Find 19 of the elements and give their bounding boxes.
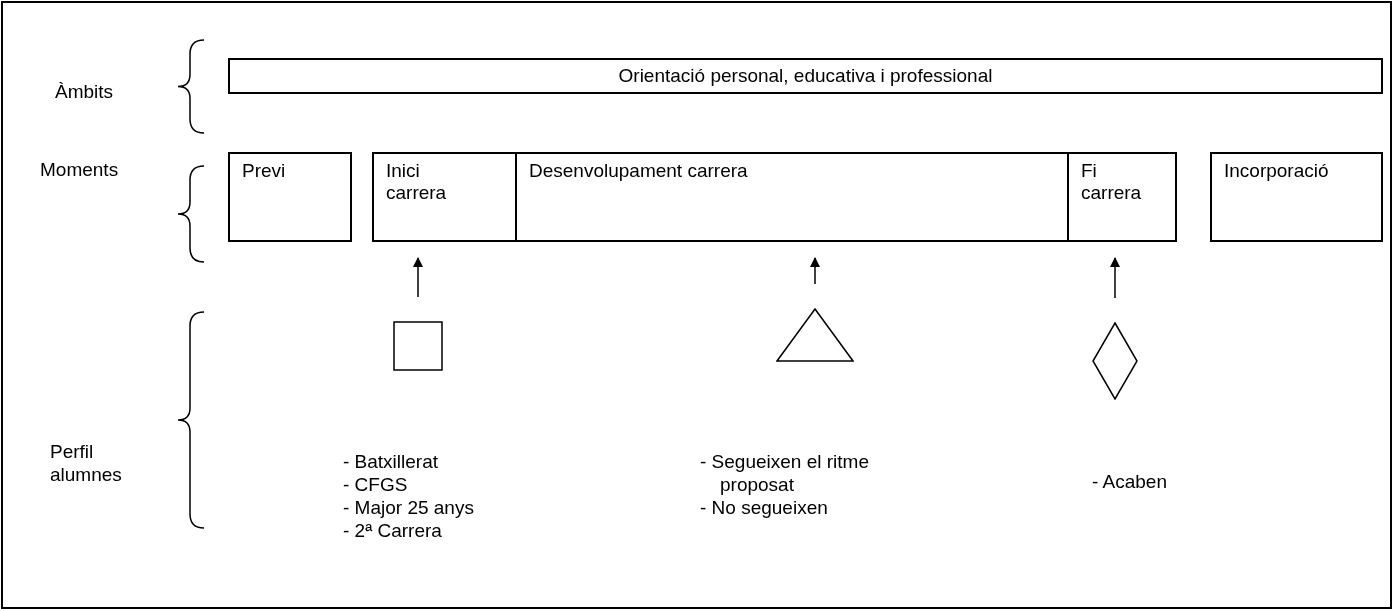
list-item: - 2ª Carrera bbox=[343, 519, 443, 542]
list-item: - Segueixen el ritme proposat bbox=[700, 450, 870, 496]
stage-box: Desenvolupament carrera bbox=[515, 152, 1069, 242]
list-item: - CFGS bbox=[343, 473, 409, 496]
stage-box: Previ bbox=[228, 152, 352, 242]
arrow bbox=[810, 257, 820, 285]
list-item: - Batxillerat bbox=[343, 450, 440, 473]
list-item: - No segueixen bbox=[700, 496, 829, 519]
band-box: Orientació personal, educativa i professional bbox=[228, 58, 1383, 94]
arrow bbox=[413, 257, 423, 298]
row-label: Moments bbox=[40, 158, 120, 181]
list-item: - Major 25 anys bbox=[343, 496, 474, 519]
arrow bbox=[1110, 257, 1120, 299]
list-item: - Acaben bbox=[1092, 470, 1168, 493]
stage-box: Fi carrera bbox=[1067, 152, 1177, 242]
row-label: Àmbits bbox=[55, 80, 115, 103]
stage-box: Inici carrera bbox=[372, 152, 517, 242]
row-label: Perfil alumnes bbox=[50, 440, 123, 486]
stage-box: Incorporació bbox=[1210, 152, 1383, 242]
